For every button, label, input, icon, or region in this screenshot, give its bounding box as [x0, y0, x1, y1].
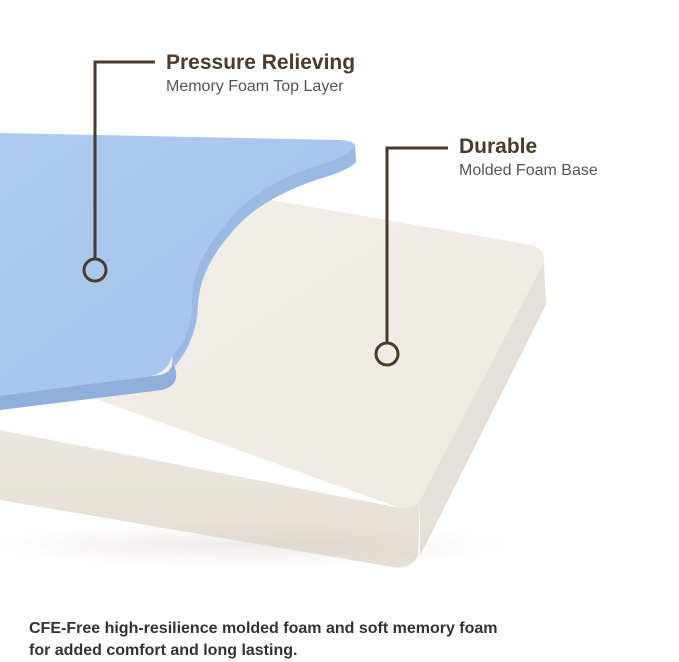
foam-layers-illustration	[0, 60, 546, 568]
caption-line-1: CFE-Free high-resilience molded foam and…	[29, 620, 498, 637]
callout-subtitle: Molded Foam Base	[459, 162, 598, 179]
callout-durable-line	[374, 146, 448, 367]
memory-foam-layer	[0, 133, 356, 410]
product-illustration-area: Pressure Relieving Memory Foam Top Layer…	[0, 50, 598, 568]
callout-title: Pressure Relieving	[166, 51, 356, 74]
callout-subtitle: Memory Foam Top Layer	[166, 78, 344, 95]
product-caption: CFE-Free high-resilience molded foam and…	[29, 618, 669, 662]
caption-line-2: for added comfort and long lasting.	[29, 642, 298, 659]
callout-durable: Durable Molded Foam Base	[459, 134, 598, 182]
callout-pressure-relieving: Pressure Relieving Memory Foam Top Layer	[166, 50, 355, 98]
callout-pressure-relieving-line	[82, 60, 155, 283]
callout-title: Durable	[459, 135, 538, 158]
